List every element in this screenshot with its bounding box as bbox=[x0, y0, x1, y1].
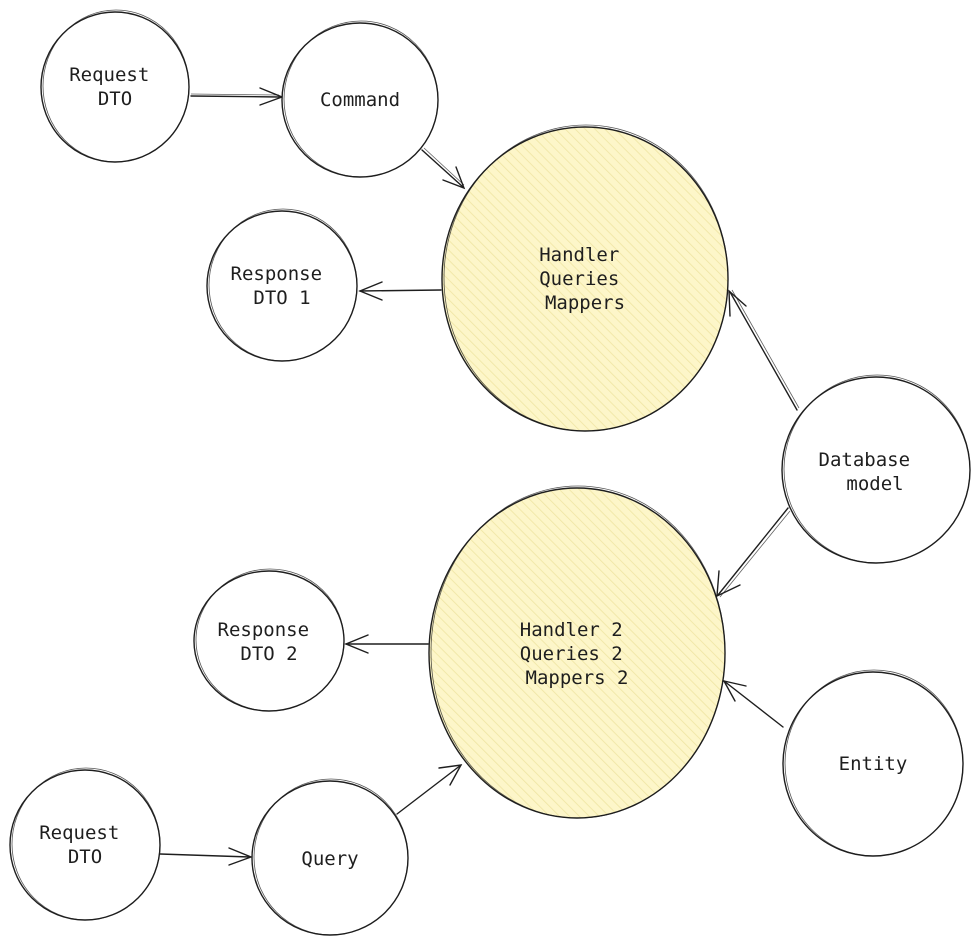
edge-database-to-handler bbox=[728, 289, 800, 411]
node-response-dto-2: Response DTO 2 bbox=[193, 568, 345, 712]
node-request-dto-top: Request DTO bbox=[40, 9, 190, 163]
node-entity: Entity bbox=[782, 669, 964, 857]
node-label: Entity bbox=[839, 753, 908, 775]
node-label: Response DTO 2 bbox=[218, 619, 321, 665]
node-label: Handler Queries Mappers bbox=[539, 244, 631, 314]
node-database-model: Database model bbox=[781, 374, 971, 564]
node-request-dto-bottom: Request DTO bbox=[9, 767, 161, 921]
nodes: Request DTO Command Handler Queries Mapp… bbox=[9, 9, 971, 936]
node-label: Request DTO bbox=[69, 64, 161, 110]
node-label: Request DTO bbox=[39, 822, 131, 868]
node-command: Command bbox=[281, 20, 439, 178]
edge-request-to-command bbox=[190, 87, 284, 106]
edges bbox=[159, 87, 800, 866]
node-response-dto-1: Response DTO 1 bbox=[206, 208, 358, 362]
edge-entity-to-handler-2 bbox=[722, 679, 784, 728]
node-handler-bottom: Handler 2 Queries 2 Mappers 2 bbox=[428, 485, 726, 819]
edge-handler-to-response-1 bbox=[358, 281, 442, 301]
node-handler-top: Handler Queries Mappers bbox=[441, 124, 729, 432]
edge-query-to-handler-2 bbox=[396, 764, 463, 815]
node-label: Response DTO 1 bbox=[231, 263, 334, 309]
edge-handler-2-to-response-2 bbox=[344, 634, 429, 654]
node-label: Query bbox=[301, 848, 358, 870]
node-query: Query bbox=[251, 778, 409, 936]
edge-command-to-handler bbox=[421, 147, 466, 190]
edge-request-to-query bbox=[159, 847, 253, 866]
node-label: Database model bbox=[819, 449, 922, 495]
node-label: Command bbox=[320, 89, 400, 111]
node-label: Handler 2 Queries 2 Mappers 2 bbox=[520, 619, 634, 689]
edge-database-to-handler-2 bbox=[716, 507, 791, 598]
